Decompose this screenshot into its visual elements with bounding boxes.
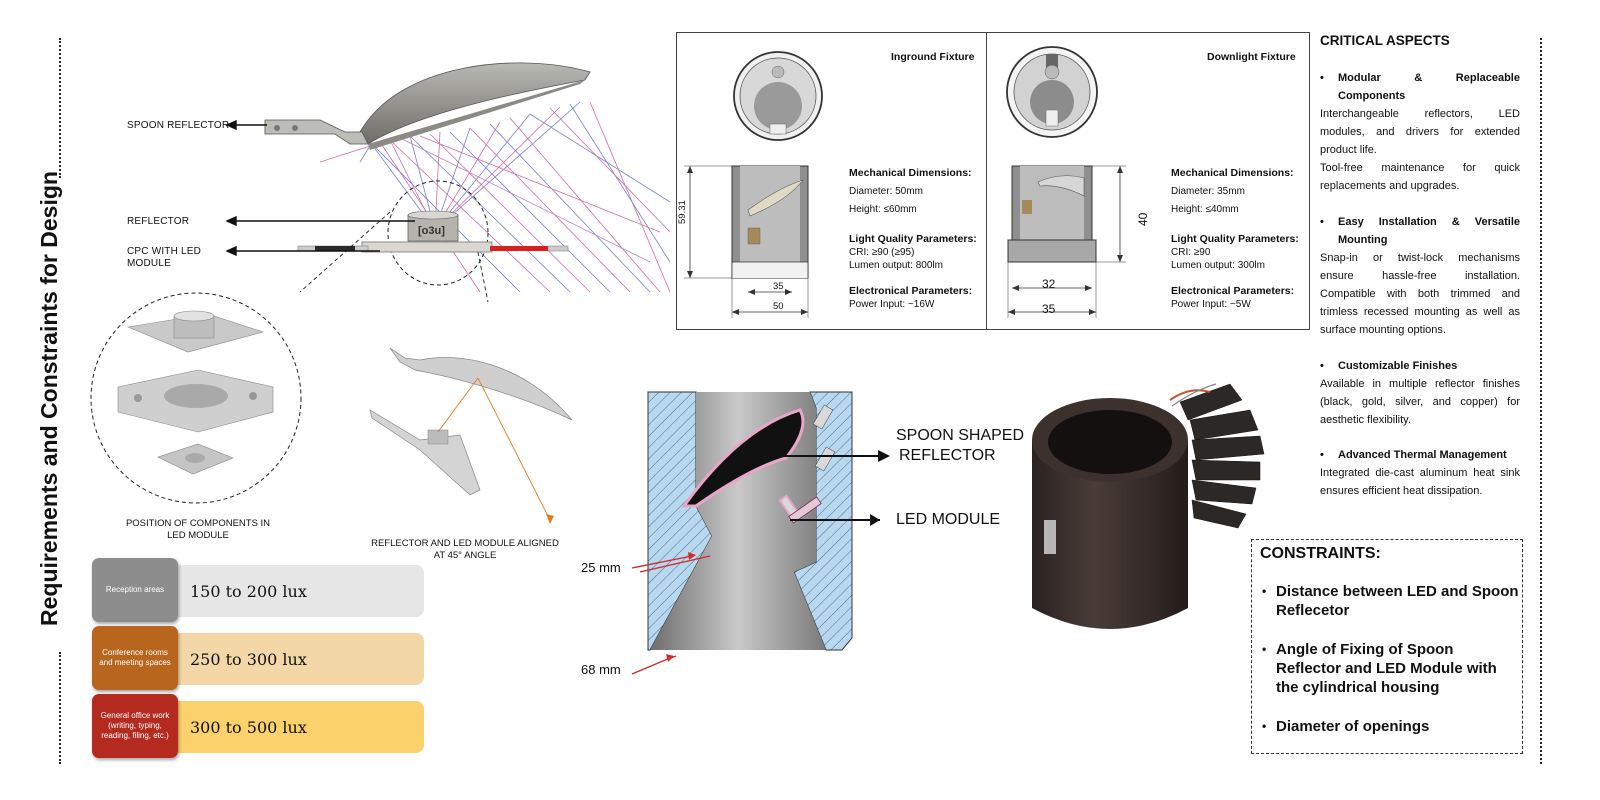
callout-spoon-reflector: SPOON REFLECTOR (127, 120, 230, 131)
downlight-height: Height: ≤40mm (1171, 204, 1239, 215)
critical-item-body: Available in multiple reflector finishes… (1320, 378, 1520, 426)
downlight-power: Power Input: ~5W (1171, 299, 1251, 310)
inground-diameter: Diameter: 50mm (849, 186, 923, 197)
lux-area-label: General office work (writing, typing, re… (92, 694, 178, 758)
lux-area-label: Reception areas (92, 558, 178, 622)
fixture-comparison-panel (676, 32, 1310, 330)
lux-area-label: Conference rooms and meeting spaces (92, 626, 178, 690)
fixture-divider (986, 32, 987, 330)
dim-25mm: 25 mm (581, 560, 621, 575)
lux-value: 250 to 300 lux (172, 633, 424, 685)
constraints-title: CONSTRAINTS: (1260, 545, 1381, 562)
lux-value: 300 to 500 lux (172, 701, 424, 753)
inground-title: Inground Fixture (891, 51, 975, 63)
inground-elec-head: Electronical Parameters: (849, 285, 973, 297)
downlight-elec-head: Electronical Parameters: (1171, 285, 1295, 297)
prototype-photo (1032, 383, 1265, 629)
label-spoon-shaped-2: REFLECTOR (899, 447, 996, 464)
downlight-dim-outer: 35 (1042, 302, 1056, 316)
critical-item-body: Interchangeable reflectors, LED modules,… (1320, 108, 1520, 156)
constraint-item: • Distance between LED and Spoon Reflece… (1262, 582, 1520, 620)
critical-item-head: Advanced Thermal Management (1320, 446, 1520, 464)
inground-top-view (733, 51, 823, 141)
inground-cri: CRI: ≥90 (≥95) (849, 247, 915, 258)
downlight-top-view (1006, 46, 1098, 138)
inground-light-head: Light Quality Parameters: (849, 233, 977, 245)
exploded-led-module (90, 292, 302, 504)
critical-item-body: Integrated die-cast aluminum heat sink e… (1320, 467, 1520, 497)
constraint-text: Diameter of openings (1276, 718, 1430, 735)
critical-item-installation: Easy Installation & Versatile Mounting S… (1320, 213, 1520, 339)
left-dotted-line-top (59, 38, 61, 178)
lux-row-office: 300 to 500 lux General office work (writ… (92, 694, 424, 758)
critical-item-finishes: Customizable Finishes Available in multi… (1320, 357, 1520, 429)
inground-dim-height: 59.31 (677, 200, 688, 224)
section-red-leaders (631, 552, 696, 675)
downlight-cri: CRI: ≥90 (1171, 247, 1211, 258)
dim-68mm: 68 mm (581, 662, 621, 677)
lux-row-conference: 250 to 300 lux Conference rooms and meet… (92, 626, 424, 690)
downlight-light-head: Light Quality Parameters: (1171, 233, 1299, 245)
lux-value: 150 to 200 lux (172, 565, 424, 617)
callout-cpc-led-line2: MODULE (127, 258, 171, 269)
caption-aligned-line2: AT 45° ANGLE (433, 550, 497, 561)
aligned-reflector-sketch (369, 347, 573, 524)
constraints-box (1251, 539, 1523, 754)
critical-item-body2: Tool-free maintenance for quick replacem… (1320, 162, 1520, 192)
critical-item-head: Customizable Finishes (1320, 357, 1520, 375)
right-dotted-line (1540, 38, 1542, 764)
critical-item-modular: Modular & Replaceable Components Interch… (1320, 69, 1520, 195)
lux-row-reception: 150 to 200 lux Reception areas (92, 558, 424, 622)
bullet-icon: • (1262, 584, 1267, 598)
constraint-text: Distance between LED and Spoon Refleceto… (1276, 583, 1519, 619)
reflector-ray-illustration: [o3u] (264, 62, 670, 302)
caption-aligned-line1: REFLECTOR AND LED MODULE ALIGNED (371, 538, 559, 549)
caption-position-line2: LED MODULE (167, 530, 229, 541)
critical-item-head: Modular & Replaceable Components (1320, 69, 1520, 105)
led-module-mark: [o3u] (418, 225, 445, 237)
label-spoon-shaped-1: SPOON SHAPED (896, 427, 1025, 444)
downlight-dim-height: 40 (1136, 212, 1150, 226)
caption-position-line1: POSITION OF COMPONENTS IN (125, 518, 271, 529)
critical-item-head: Easy Installation & Versatile Mounting (1320, 213, 1520, 249)
downlight-title: Downlight Fixture (1207, 51, 1296, 63)
constraint-item: • Diameter of openings (1262, 717, 1520, 736)
bullet-icon: • (1262, 642, 1267, 656)
critical-aspects-title: CRITICAL ASPECTS (1320, 33, 1450, 48)
page-title: Requirements and Constraints for Design (36, 171, 62, 626)
critical-item-body: Snap-in or twist-lock mechanisms ensure … (1320, 252, 1520, 336)
inground-mech-head: Mechanical Dimensions: (849, 167, 972, 179)
callout-cpc-led-line1: CPC WITH LED (127, 246, 202, 257)
downlight-mech-head: Mechanical Dimensions: (1171, 167, 1294, 179)
bullet-icon: • (1262, 719, 1267, 733)
section-arrowheads (870, 450, 890, 526)
downlight-lumen: Lumen output: 300lm (1171, 260, 1265, 271)
inground-dim-outer: 50 (773, 301, 784, 312)
callout-reflector: REFLECTOR (127, 216, 190, 227)
housing-cross-section (640, 391, 880, 660)
callout-arrows (225, 119, 415, 257)
constraint-text: Angle of Fixing of Spoon Reflector and L… (1276, 641, 1497, 696)
downlight-diameter: Diameter: 35mm (1171, 186, 1245, 197)
inground-power: Power Input: ~16W (849, 299, 935, 310)
left-dotted-line-bottom (59, 652, 61, 764)
inground-height: Height: ≤60mm (849, 204, 917, 215)
downlight-dim-inner: 32 (1042, 277, 1056, 291)
inground-lumen: Lumen output: 800lm (849, 260, 943, 271)
inground-section-drawing (684, 165, 809, 318)
downlight-section-drawing (1007, 165, 1126, 318)
inground-dim-inner: 35 (773, 281, 784, 292)
critical-item-thermal: Advanced Thermal Management Integrated d… (1320, 446, 1520, 500)
constraint-item: • Angle of Fixing of Spoon Reflector and… (1262, 640, 1520, 697)
label-led-module: LED MODULE (896, 511, 1001, 528)
